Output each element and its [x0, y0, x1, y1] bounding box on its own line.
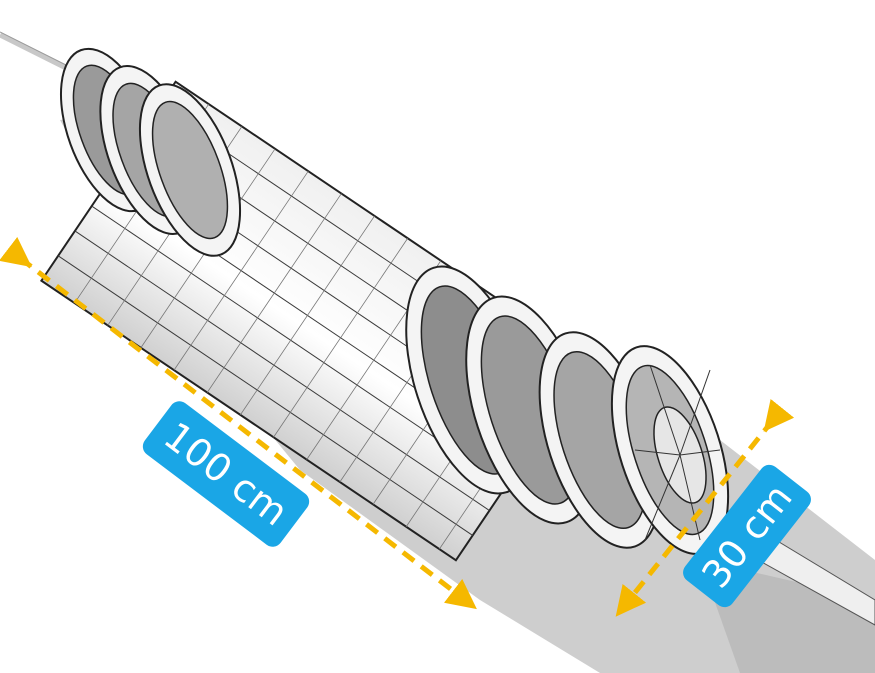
left-endcap: [59, 47, 242, 257]
diameter-dimension-arrow: [615, 398, 795, 617]
length-dimension-arrow: [0, 236, 477, 610]
